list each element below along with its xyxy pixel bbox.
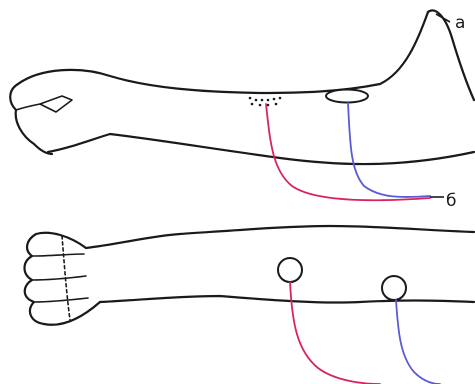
top-arm-upper-outline bbox=[18, 12, 428, 93]
top-arm-knuckle-line bbox=[16, 104, 40, 110]
top-arm-thumb-outline bbox=[40, 96, 72, 112]
bottom-arm-finger-line-3 bbox=[34, 298, 88, 302]
electrode-dot bbox=[273, 98, 276, 101]
electrode-dot bbox=[275, 103, 278, 106]
label-b: б bbox=[446, 191, 456, 211]
top-arm-electrode-points bbox=[249, 97, 282, 107]
electrode-dot bbox=[261, 99, 264, 102]
bottom-arm-upper-outline bbox=[86, 226, 474, 248]
electrode-dot bbox=[259, 104, 262, 107]
bottom-arm-finger-line-1 bbox=[32, 254, 84, 256]
label-a: а bbox=[455, 13, 465, 33]
electrode-dot bbox=[267, 99, 270, 102]
top-arm-elbow-outline bbox=[428, 10, 474, 100]
bottom-red-wire bbox=[290, 282, 380, 384]
bottom-blue-wire bbox=[396, 300, 440, 384]
top-blue-wire bbox=[348, 103, 430, 197]
top-arm bbox=[10, 10, 474, 164]
electrode-dot bbox=[279, 97, 282, 100]
bottom-arm bbox=[25, 226, 475, 325]
label-a-leader bbox=[436, 14, 450, 22]
top-arm-lower-outline bbox=[48, 134, 474, 164]
electrode-dot bbox=[249, 97, 252, 100]
top-arm-fist-outline bbox=[10, 84, 52, 154]
bottom-electrode-left bbox=[278, 258, 302, 282]
electrode-dot bbox=[251, 103, 254, 106]
bottom-arm-finger-line-2 bbox=[32, 276, 86, 280]
electrode-dot bbox=[255, 99, 258, 102]
top-electrode-oval bbox=[326, 90, 368, 103]
bottom-arm-lower-outline bbox=[100, 296, 474, 303]
bottom-electrode-right bbox=[382, 276, 406, 300]
